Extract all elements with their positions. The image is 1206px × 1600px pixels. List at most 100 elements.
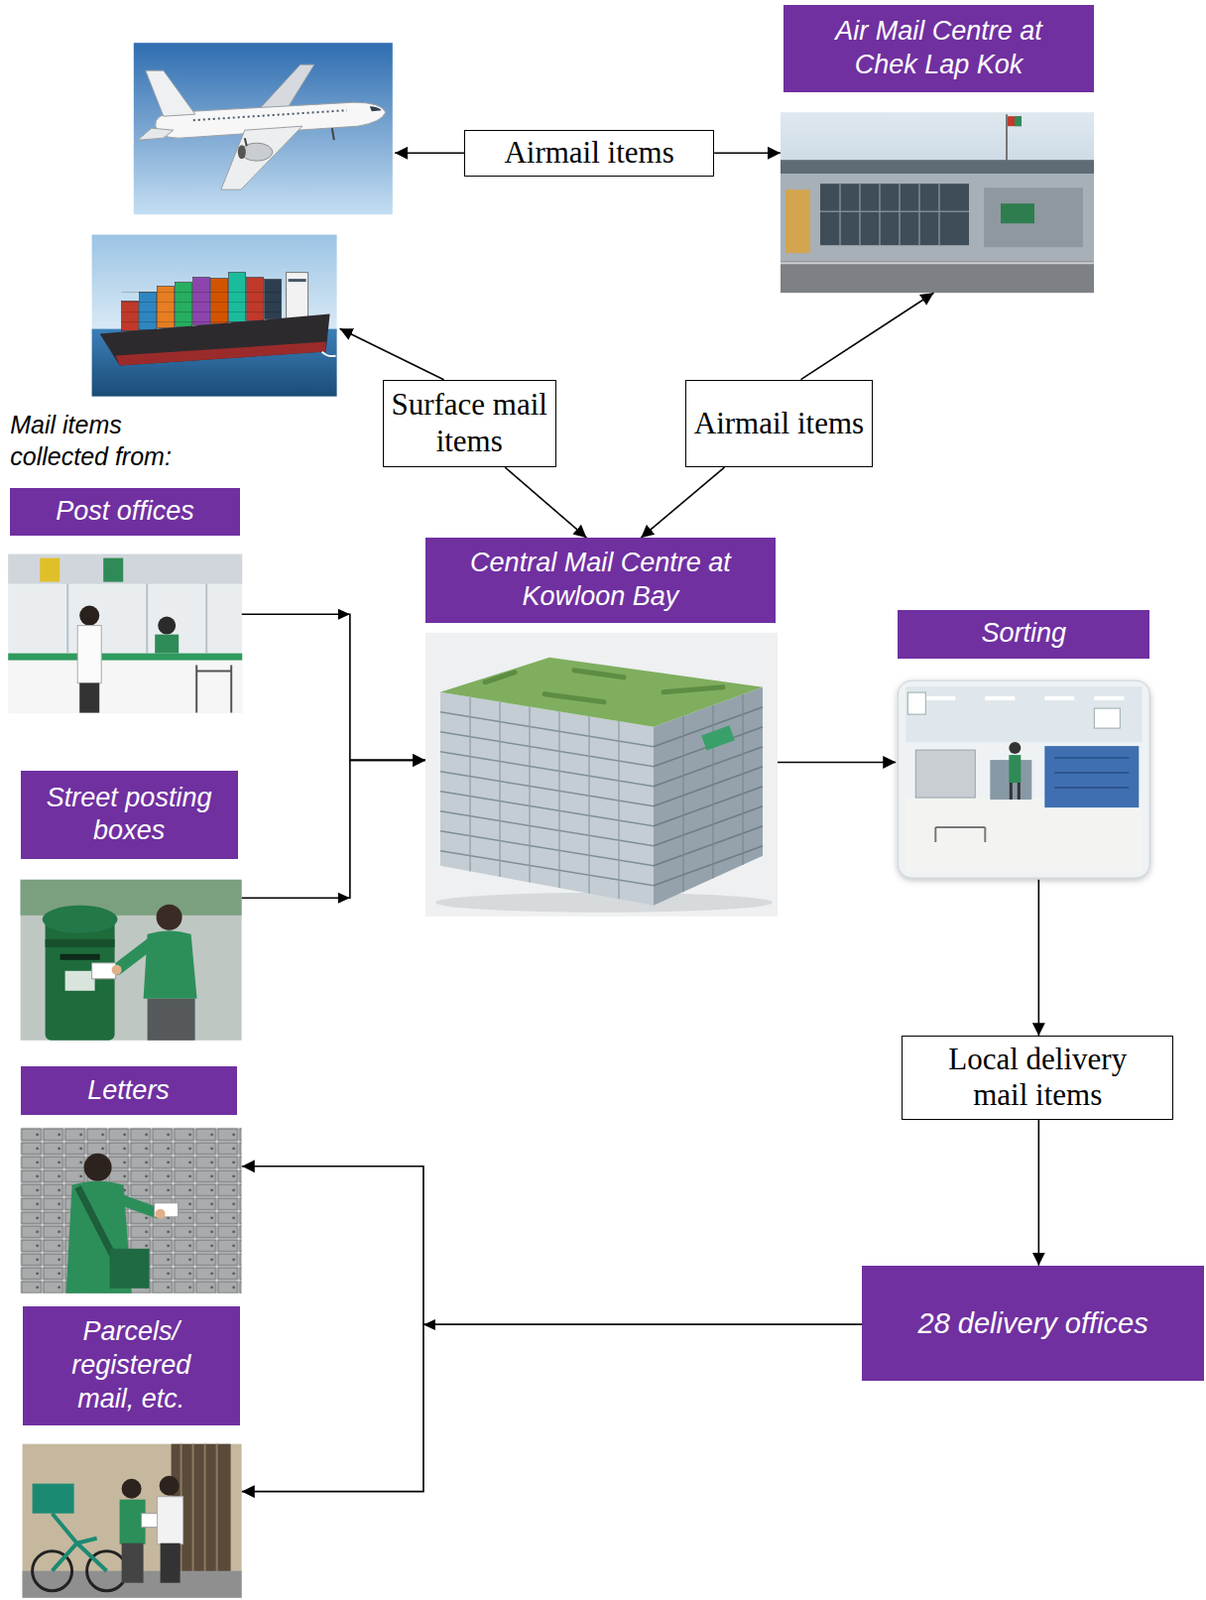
photo-node: Central Mail Centre at Kowloon Bay — [425, 537, 778, 917]
node-text: Air Mail Centre at Chek Lap Kok — [803, 14, 1075, 83]
ship-photo-part — [121, 292, 282, 323]
central-mail-centre-photo — [425, 632, 778, 917]
photo-node: Post offices — [7, 487, 242, 713]
ship-arrow — [340, 328, 445, 379]
air-mail-centre-photo-part — [820, 183, 969, 245]
street-posting-box-photo-part — [60, 954, 101, 961]
sorting-photo-part — [1044, 745, 1139, 808]
post-office-photo-part — [7, 554, 242, 714]
flow-arrow — [1038, 879, 1041, 1036]
node-text: Surface mail items — [389, 386, 550, 460]
street-posting-box-photo-part — [45, 917, 116, 1041]
parcels-photo-part — [121, 1478, 142, 1499]
sorting-photo-part — [1008, 754, 1021, 783]
node-text: 28 delivery offices — [918, 1305, 1149, 1341]
flow-arrow — [504, 467, 587, 538]
parcels-photo-part — [181, 1444, 218, 1573]
parcels-photo — [22, 1444, 242, 1598]
ship-photo-part — [229, 272, 246, 323]
sorting-photo-part — [1010, 782, 1019, 800]
central-mail-centre-photo-part — [470, 697, 619, 900]
heading-tab: Post offices — [9, 487, 240, 536]
heading-tab: Central Mail Centre at Kowloon Bay — [425, 537, 776, 622]
central-mail-centre-photo-part — [484, 670, 724, 703]
airplane-photo-part — [332, 127, 335, 140]
parcels-photo-part — [141, 1513, 160, 1528]
ship-photo-part — [288, 278, 307, 282]
photo-node: Sorting — [895, 609, 1152, 880]
post-office-photo-part — [39, 558, 60, 583]
process-box: Surface mail items — [382, 379, 557, 468]
sorting-photo-part — [905, 686, 1142, 742]
letters-photo — [20, 1127, 242, 1294]
post-office-photo-part — [77, 625, 102, 684]
parcels-photo-part — [121, 1543, 144, 1583]
heading-tab: Parcels/ registered mail, etc. — [22, 1306, 241, 1426]
central-mail-centre-photo-part — [440, 692, 654, 906]
node-text: Letters — [87, 1074, 170, 1108]
post-office-photo-part — [7, 653, 242, 714]
sorting-photo-part — [925, 696, 1124, 701]
flow-arrow — [1038, 1119, 1041, 1266]
street-posting-box-photo-part — [65, 970, 96, 991]
ship-photo-part — [121, 301, 139, 332]
ship-photo-part — [100, 314, 331, 366]
letters-photo-part — [20, 1127, 242, 1294]
flow-arrow — [777, 761, 896, 764]
airplane-photo-part — [221, 125, 303, 190]
air-mail-centre-photo-part — [780, 173, 1094, 261]
post-office-photo-part — [157, 616, 176, 635]
airplane-photo — [133, 42, 393, 215]
heading-tab: Letters — [20, 1066, 238, 1115]
air-mail-centre-photo-part — [1000, 203, 1035, 224]
air-mail-centre-photo-part — [785, 189, 811, 253]
central-mail-centre-photo-part — [425, 632, 778, 917]
airplane-photo-part — [238, 144, 246, 159]
air-mail-centre-photo-part — [1014, 116, 1022, 126]
node-text: Airmail items — [503, 134, 674, 172]
street-posting-box-photo — [20, 879, 242, 1041]
air-mail-centre-photo-part — [983, 187, 1084, 247]
post-office-photo-part — [79, 683, 100, 714]
photo-node: Air Mail Centre at Chek Lap Kok — [780, 4, 1094, 293]
airplane-photo-part — [137, 127, 174, 140]
node-text: Post offices — [55, 494, 195, 529]
flow-arrow — [241, 613, 426, 760]
ship-photo-part — [286, 272, 309, 321]
parcels-photo-part — [160, 1543, 181, 1583]
sorting-photo-part — [1008, 741, 1021, 754]
sorting-photo-part — [905, 797, 1142, 871]
photo-node: Letters — [20, 1066, 242, 1293]
parcels-photo-part — [157, 1496, 184, 1545]
post-office-photo-part — [103, 558, 123, 583]
airplane-arrow — [394, 152, 465, 155]
post-office-photo-part — [79, 605, 100, 626]
photo-node: Parcels/ registered mail, etc. — [22, 1306, 242, 1598]
sorting-photo-part — [1093, 708, 1120, 728]
central-mail-centre-photo-part — [653, 707, 763, 886]
parcels-photo-part — [159, 1475, 180, 1496]
air-mail-centre-photo — [780, 112, 1094, 293]
node-text: Airmail items — [694, 405, 864, 443]
air-mail-centre-photo-part — [780, 260, 1094, 293]
central-mail-centre-photo-part — [440, 712, 654, 886]
airplane-photo-part — [193, 110, 348, 121]
post-office-photo-part — [7, 653, 242, 661]
node-text: Sorting — [981, 616, 1068, 651]
letters-photo-part — [120, 1199, 158, 1213]
parcels-photo-part — [52, 1513, 108, 1571]
letters-photo-part — [110, 1248, 150, 1289]
street-posting-box-photo-part — [118, 943, 152, 969]
post-office-photo-part — [196, 665, 232, 714]
airplane-photo-part — [369, 106, 382, 112]
parcels-photo-part — [22, 1444, 242, 1598]
process-box: Airmail items — [464, 129, 715, 177]
post-office-photo-part — [154, 634, 179, 656]
airplane-photo-part — [133, 42, 393, 215]
street-posting-box-photo-part — [156, 904, 183, 931]
flow-arrow — [640, 467, 724, 538]
ship-photo-part — [139, 292, 157, 331]
node-text: Parcels/ registered mail, etc. — [44, 1315, 219, 1416]
post-office-photo-part — [7, 554, 242, 585]
